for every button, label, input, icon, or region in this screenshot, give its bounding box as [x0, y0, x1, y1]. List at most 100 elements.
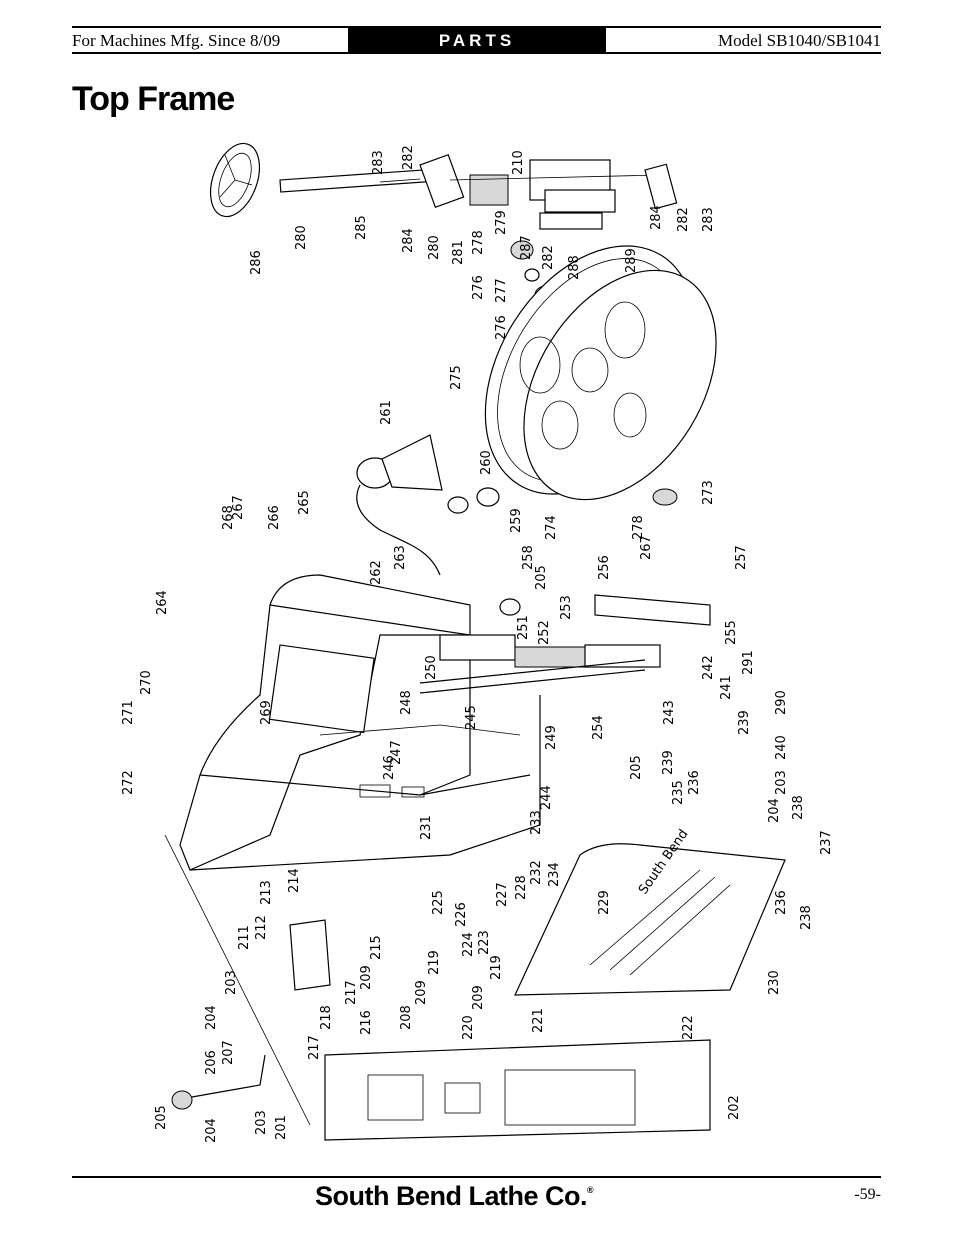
- header-model: Model SB1040/SB1041: [718, 31, 881, 50]
- callout-257: 257: [734, 545, 749, 570]
- callout-214: 214: [287, 868, 302, 893]
- callout-289: 289: [624, 248, 639, 273]
- callout-213: 213: [259, 880, 274, 905]
- callout-258: 258: [521, 545, 536, 570]
- callout-266: 266: [267, 505, 282, 530]
- callout-270: 270: [139, 670, 154, 695]
- callout-265: 265: [297, 490, 312, 515]
- callout-291: 291: [741, 650, 756, 675]
- callout-263: 263: [393, 545, 408, 570]
- callout-245: 245: [464, 705, 479, 730]
- callout-253: 253: [559, 595, 574, 620]
- callout-282b: 282: [541, 245, 556, 270]
- handwheel-drawing: [209, 142, 261, 218]
- callout-202: 202: [727, 1095, 742, 1120]
- callout-209c: 209: [359, 965, 374, 990]
- callout-204: 204: [767, 798, 782, 823]
- callout-246: 246: [382, 755, 397, 780]
- callout-283b: 283: [701, 207, 716, 232]
- callout-242: 242: [701, 655, 716, 680]
- callout-252: 252: [537, 620, 552, 645]
- work-lamp-drawing: [356, 434, 443, 576]
- callout-281: 281: [451, 240, 466, 265]
- callout-259: 259: [509, 508, 524, 533]
- callout-238b: 238: [799, 905, 814, 930]
- callout-222: 222: [681, 1015, 696, 1040]
- callout-244: 244: [539, 785, 554, 810]
- callout-216: 216: [359, 1010, 374, 1035]
- bandwheel-drawing: [484, 245, 717, 501]
- footer-brand: South Bend Lathe Co.®: [315, 1181, 594, 1212]
- callout-250: 250: [424, 655, 439, 680]
- callout-215: 215: [369, 935, 384, 960]
- callout-204c: 204: [204, 1118, 219, 1143]
- footer-rule: [72, 1176, 881, 1178]
- callout-261: 261: [379, 400, 394, 425]
- callout-269: 269: [259, 700, 274, 725]
- callout-205: 205: [534, 565, 549, 590]
- callout-211: 211: [237, 925, 252, 950]
- callout-208: 208: [399, 1005, 414, 1030]
- callout-254: 254: [591, 715, 606, 740]
- callout-210: 210: [511, 150, 526, 175]
- callout-212: 212: [254, 915, 269, 940]
- callout-235: 235: [671, 780, 686, 805]
- callout-267: 267: [639, 535, 654, 560]
- callout-230: 230: [767, 970, 782, 995]
- callout-236: 236: [687, 770, 702, 795]
- callout-239b: 239: [737, 710, 752, 735]
- part-callouts: 286 280 285 283 282 284 280 281 278 279 …: [121, 145, 834, 1143]
- callout-278: 278: [471, 230, 486, 255]
- callout-217: 217: [344, 980, 359, 1005]
- callout-276b: 276: [494, 315, 509, 340]
- callout-280: 280: [294, 225, 309, 250]
- base-plate-drawing: [324, 1039, 711, 1141]
- callout-249: 249: [544, 725, 559, 750]
- callout-226: 226: [454, 902, 469, 927]
- callout-248: 248: [399, 690, 414, 715]
- callout-268: 268: [221, 505, 236, 530]
- callout-233: 233: [529, 810, 544, 835]
- callout-217b: 217: [307, 1035, 322, 1060]
- callout-282: 282: [401, 145, 416, 170]
- callout-240: 240: [774, 735, 789, 760]
- callout-238: 238: [791, 795, 806, 820]
- callout-267b: 267: [231, 495, 246, 520]
- callout-274: 274: [544, 515, 559, 540]
- callout-284: 284: [401, 228, 416, 253]
- callout-232: 232: [529, 860, 544, 885]
- callout-203: 203: [774, 770, 789, 795]
- callout-209b: 209: [471, 985, 486, 1010]
- footer-brand-name: South Bend Lathe Co.: [315, 1181, 587, 1211]
- callout-231: 231: [419, 815, 434, 840]
- callout-218: 218: [319, 1005, 334, 1030]
- callout-280b: 280: [427, 235, 442, 260]
- callout-264: 264: [155, 590, 170, 615]
- callout-262: 262: [369, 560, 384, 585]
- callout-251: 251: [516, 615, 531, 640]
- callout-206: 206: [204, 1050, 219, 1075]
- callout-275: 275: [449, 365, 464, 390]
- callout-220: 220: [461, 1015, 476, 1040]
- callout-284b: 284: [649, 205, 664, 230]
- callout-287: 287: [519, 235, 534, 260]
- page-header: For Machines Mfg. Since 8/09 PARTS Model…: [72, 26, 881, 54]
- callout-223: 223: [477, 930, 492, 955]
- callout-207: 207: [221, 1040, 236, 1065]
- callout-205b: 205: [629, 755, 644, 780]
- callout-239: 239: [661, 750, 676, 775]
- exploded-parts-diagram: South Bend 286 280 285 283 282 284 280 2…: [121, 142, 834, 1143]
- blade-guard-drawing: South Bend: [514, 827, 786, 996]
- page-title: Top Frame: [72, 80, 235, 118]
- callout-286: 286: [249, 250, 264, 275]
- callout-241: 241: [719, 675, 734, 700]
- frame-drawing: [179, 574, 541, 871]
- callout-276: 276: [471, 275, 486, 300]
- callout-273: 273: [701, 480, 716, 505]
- callout-277: 277: [494, 278, 509, 303]
- callout-282c: 282: [676, 207, 691, 232]
- callout-272: 272: [121, 770, 136, 795]
- callout-271: 271: [121, 700, 136, 725]
- callout-260: 260: [479, 450, 494, 475]
- callout-205c: 205: [154, 1105, 169, 1130]
